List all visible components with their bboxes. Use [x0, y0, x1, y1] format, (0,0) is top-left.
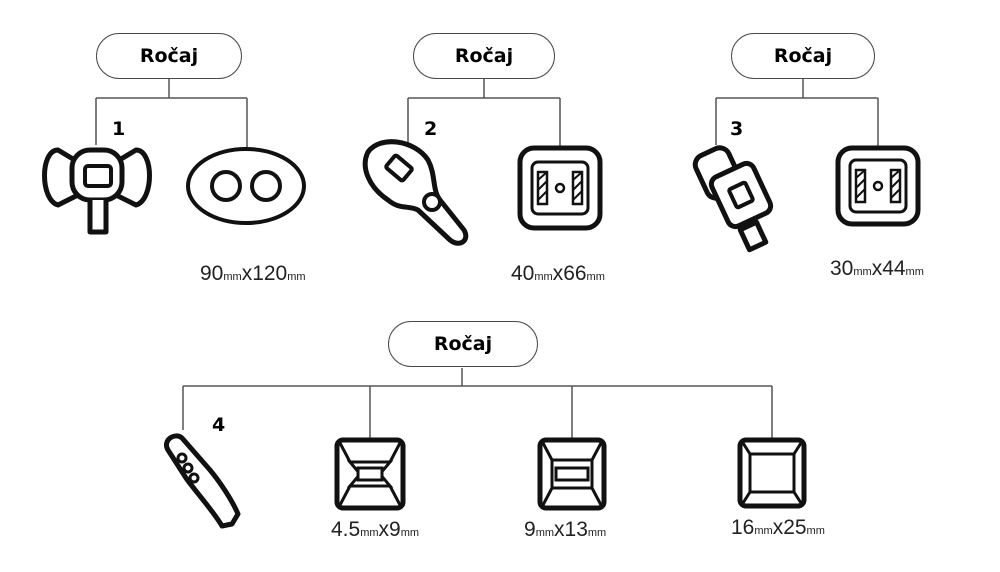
group-2-label-text: Ročaj [454, 45, 514, 67]
group-2-dimension: 40mmx66mm [511, 262, 605, 285]
group-1-number: 1 [112, 118, 126, 140]
group-4-dimension-small: 4.5mmx9mm [331, 518, 420, 541]
group-4-number: 4 [212, 414, 226, 436]
handle-2-icon [362, 139, 469, 246]
group-1-label-text: Ročaj [139, 45, 199, 67]
oval-pad-icon [186, 147, 306, 225]
group-2-label: Ročaj [413, 33, 555, 79]
group-2-number: 2 [424, 118, 438, 140]
group-4-dimension-medium: 9mmx13mm [524, 518, 607, 541]
group-3-dimension: 30mmx44mm [830, 257, 924, 280]
group-4-label-text: Ročaj [433, 333, 493, 355]
group-4-dimension-large: 16mmx25mm [731, 516, 825, 539]
handle-4-pen-icon [164, 433, 241, 529]
group-4-label: Ročaj [388, 321, 538, 367]
group-1-label: Ročaj [96, 33, 242, 79]
large-tip-icon [737, 437, 807, 509]
square-pad-icon [517, 145, 603, 231]
handle-3-icon [692, 145, 774, 253]
small-tip-icon [334, 437, 406, 511]
square-pad-icon [835, 145, 921, 227]
group-3-label: Ročaj [731, 33, 875, 79]
group-3-label-text: Ročaj [773, 45, 833, 67]
group-3-number: 3 [730, 118, 744, 140]
medium-tip-icon [537, 437, 607, 511]
connector-lines [95, 78, 879, 440]
group-1-dimension: 90mmx120mm [200, 262, 306, 285]
handle-1-icon [42, 147, 152, 235]
